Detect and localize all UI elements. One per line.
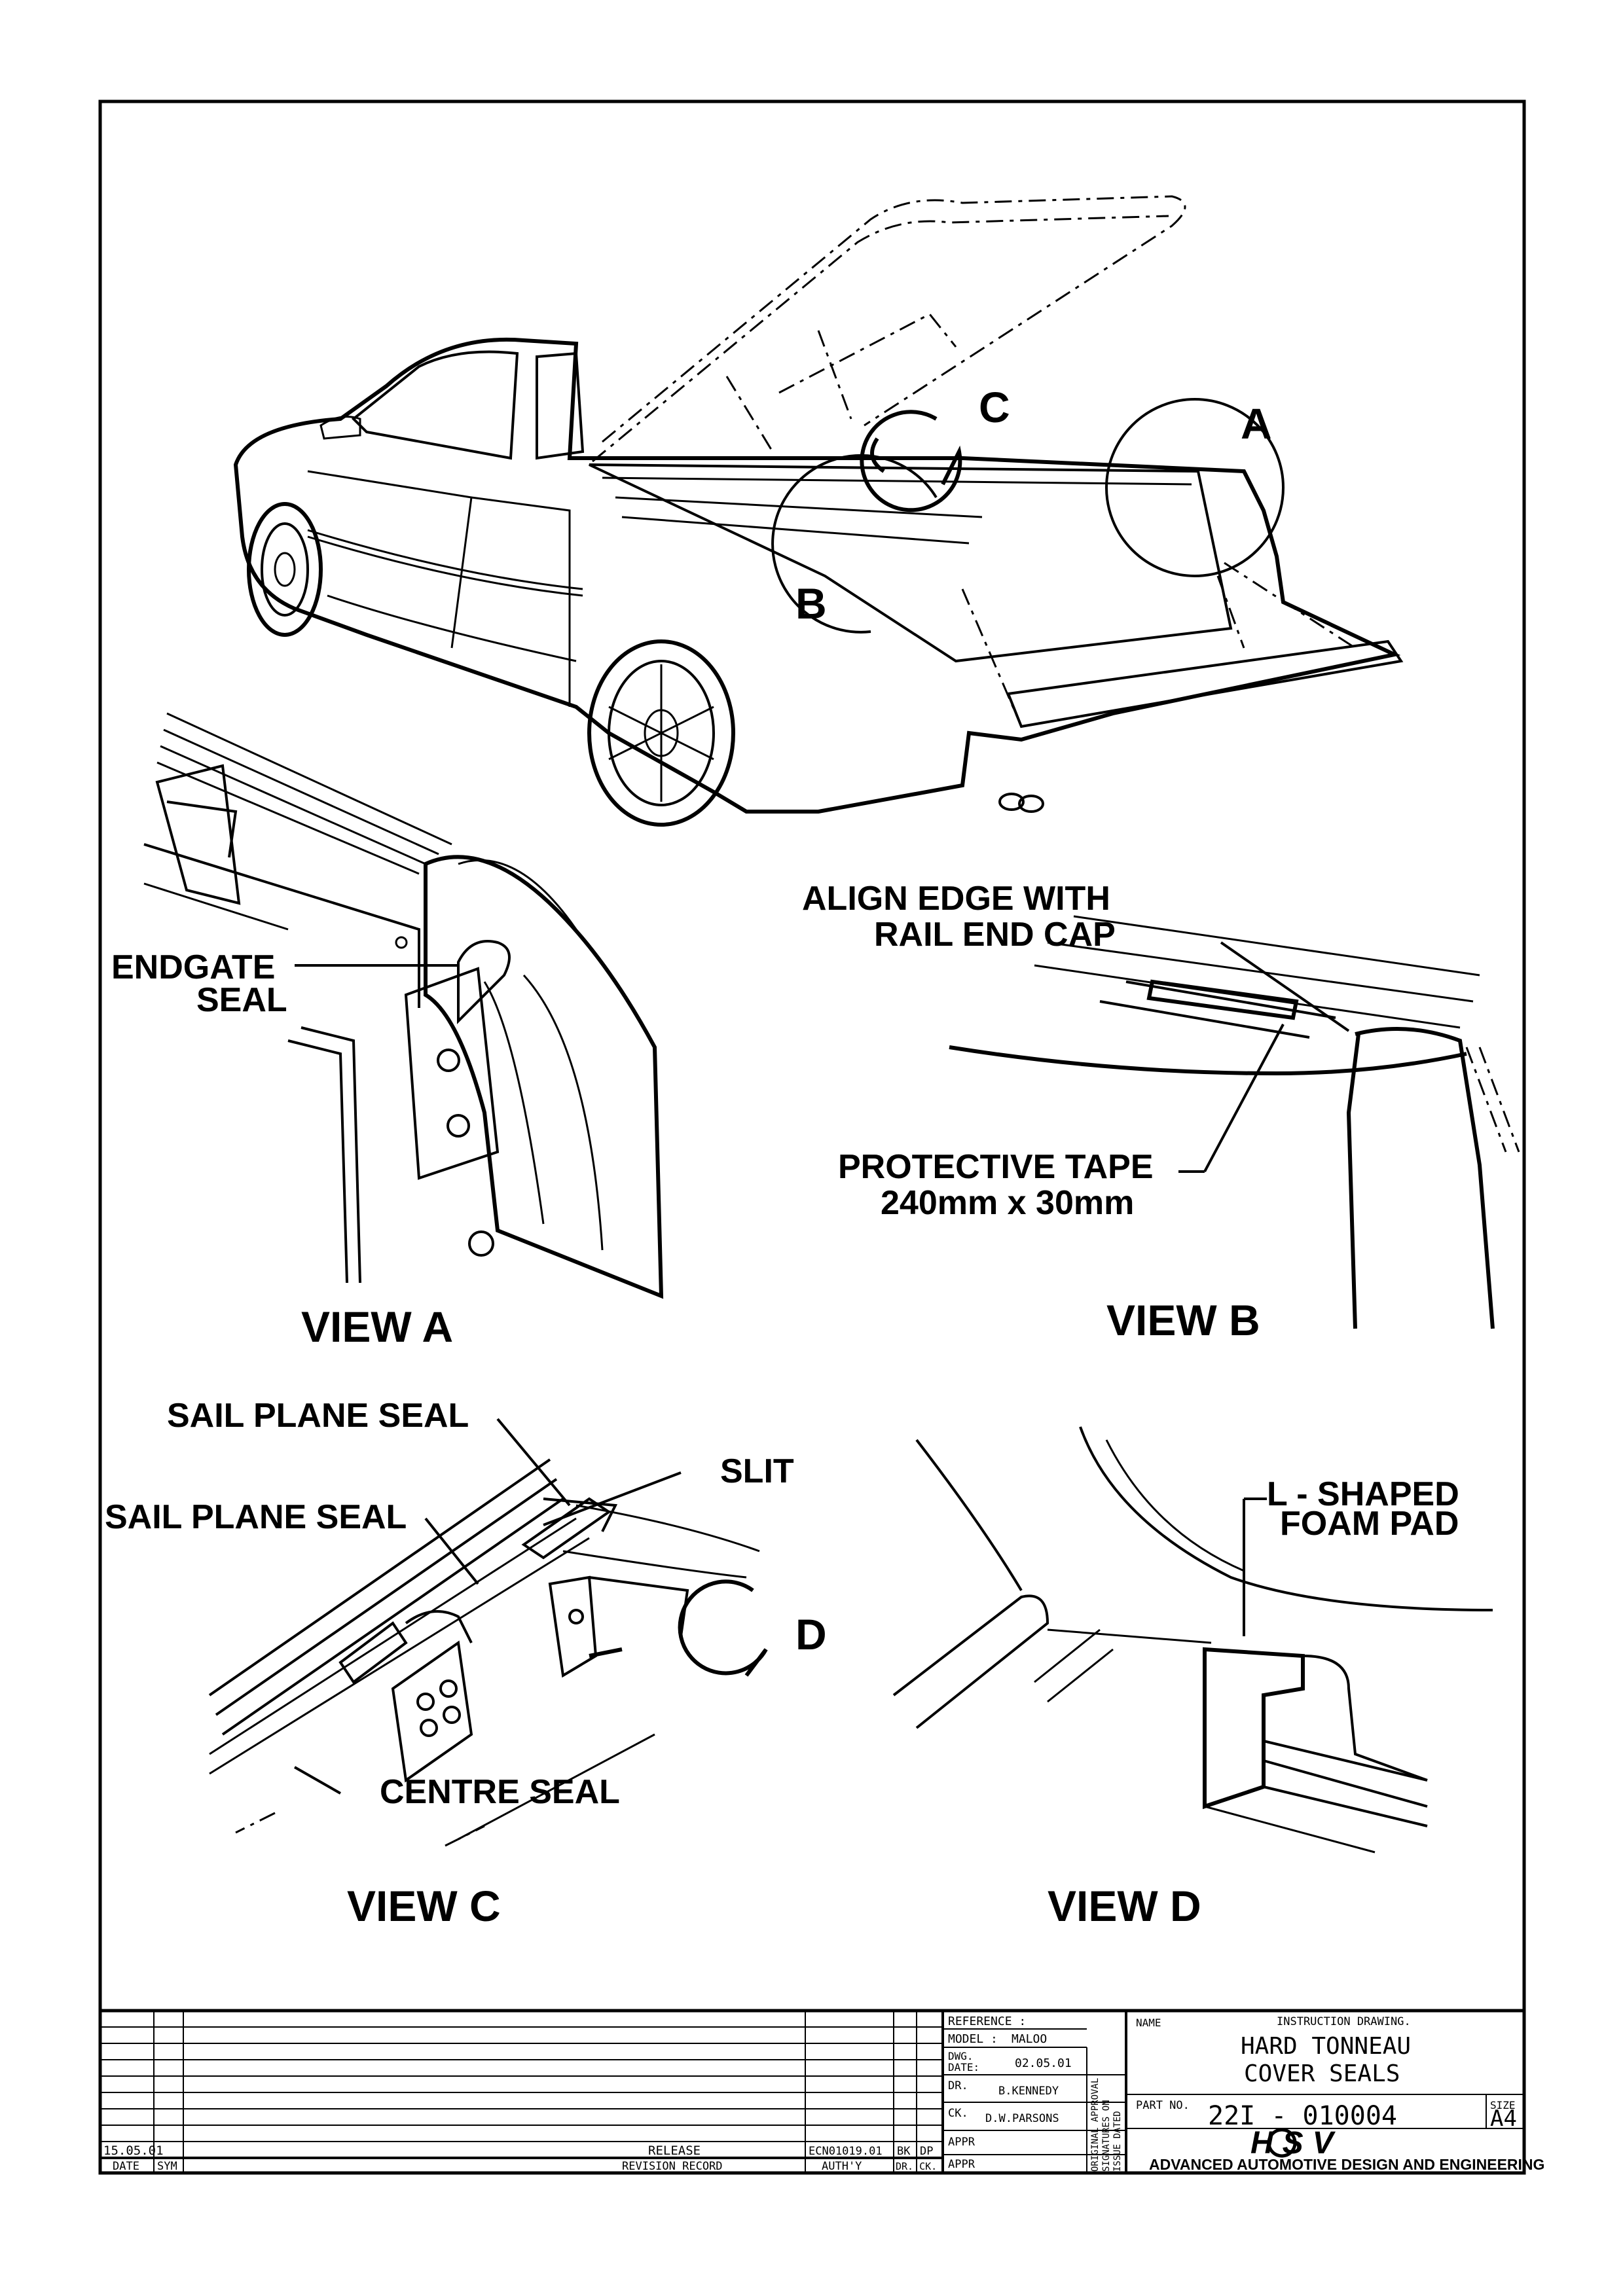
dr-value: B.KENNEDY [998,2085,1059,2098]
view-a-title: VIEW A [301,1302,453,1351]
side-window [352,350,519,460]
part-no-label: PART NO. [1136,2099,1190,2112]
label-align-edge: ALIGN EDGE WITH [802,880,1110,918]
endgate [1006,639,1404,728]
vehicle-body-outline [233,337,1401,814]
detail-circle-a [1105,398,1285,577]
logo-text: HSV [1250,2126,1343,2161]
col-revision-record: REVISION RECORD [622,2160,723,2173]
col-dr-ck: DR. CK. [896,2161,937,2172]
date-label: DATE: [948,2061,979,2073]
name-label: NAME [1136,2017,1161,2029]
tray-edge [949,1045,1467,1076]
l-shaped-foam-pad [1203,1647,1305,1810]
drawing-title-1: HARD TONNEAU [1241,2033,1411,2060]
view-d-title: VIEW D [1048,1882,1201,1930]
revision-date: 15.05.01 [103,2144,164,2158]
revision-grid [100,2011,944,2173]
size-value: A4 [1490,2106,1517,2132]
view-c-detail: SAIL PLANE SEAL SLIT SAIL PLANE SEAL CEN… [105,1397,827,1930]
model-value: MALOO [1012,2032,1047,2046]
appr-label-2: APPR [948,2158,976,2171]
drawing-title-2: COVER SEALS [1244,2060,1400,2087]
view-d-detail: L - SHAPED FOAM PAD VIEW D [892,1426,1493,1930]
label-tape-size: 240mm x 30mm [881,1184,1134,1222]
detail-arrow-c [860,410,962,512]
approval-note-2: SIGNATURES ON [1101,2100,1112,2172]
bracket-left [338,1621,473,1783]
rail-bracket [155,764,241,905]
label-foam-pad: FOAM PAD [1280,1505,1459,1543]
revision-checked: DP [920,2145,933,2158]
revision-ecn: ECN01019.01 [809,2145,883,2158]
approval-note-3: ISSUE DATED [1112,2111,1123,2172]
label-sail-plane-seal-upper: SAIL PLANE SEAL [167,1397,469,1435]
callout-a: A [1241,399,1272,448]
rail-end-cap [1346,1027,1495,1329]
mirror [319,416,361,440]
tonneau-lid-outline [592,195,1186,463]
hsv-logo: HSV [1250,2126,1343,2161]
label-rail-end-cap: RAIL END CAP [874,916,1116,954]
rear-wheel [587,639,735,827]
col-authority: AUTH'Y [822,2160,862,2173]
view-a-detail: ENDGATE SEAL VIEW A [111,712,664,1351]
dwg-date-value: 02.05.01 [1015,2056,1072,2070]
ck-value: D.W.PARSONS [985,2112,1059,2125]
detail-circle-b [771,454,938,634]
dwg-label: DWG. [948,2050,974,2062]
label-endgate-seal: ENDGATE [111,948,275,986]
rail-end-tube [892,1594,1049,1729]
callout-d: D [795,1610,827,1659]
label-endgate-seal-2: SEAL [196,981,287,1019]
label-protective-tape: PROTECTIVE TAPE [838,1148,1154,1186]
view-b-title: VIEW B [1106,1296,1260,1344]
callout-c: C [979,383,1010,431]
col-date: DATE [113,2160,139,2173]
drawing-type: INSTRUCTION DRAWING. [1277,2015,1411,2028]
protective-tape-strip [1146,979,1299,1020]
detail-arrow-d [678,1579,768,1677]
view-c-title: VIEW C [347,1882,501,1930]
appr-label-1: APPR [948,2136,976,2149]
endgate-seal-shape [457,940,511,1024]
col-sym: SYM [157,2160,177,2173]
ck-label: CK. [948,2107,968,2120]
tray-floor [589,463,1233,663]
end-cap [424,855,664,1299]
sheet-border [98,99,1526,2175]
front-wheel [247,502,323,637]
reference-label: REFERENCE : [948,2015,1026,2028]
part-no-value: 22I - 010004 [1208,2101,1397,2131]
callout-b: B [795,579,827,628]
label-sail-plane-seal-lower: SAIL PLANE SEAL [105,1498,407,1536]
revision-authority: BK [897,2145,911,2158]
approval-note-1: ORIGINAL APPROVAL [1090,2078,1101,2172]
company-name: ADVANCED AUTOMOTIVE DESIGN AND ENGINEERI… [1149,2156,1544,2173]
hinge-plate [404,967,500,1180]
sail-plane-seal-strip [521,1497,611,1560]
label-slit: SLIT [720,1452,794,1490]
rear-cab-window [536,351,585,460]
vehicle-isometric-view: A B C [233,195,1404,827]
dr-label: DR. [948,2079,968,2092]
view-b-detail: ALIGN EDGE WITH RAIL END CAP PROTECTIVE … [802,880,1520,1344]
label-centre-seal: CENTRE SEAL [380,1773,620,1811]
bracket-right [548,1575,689,1678]
model-label: MODEL : [948,2032,998,2046]
revision-description: RELEASE [648,2144,701,2158]
label-l-shaped: L - SHAPED [1267,1475,1459,1513]
title-block: 15.05.01 RELEASE ECN01019.01 BK DP DATE … [100,2009,1544,2173]
size-label: SIZE [1490,2099,1516,2111]
